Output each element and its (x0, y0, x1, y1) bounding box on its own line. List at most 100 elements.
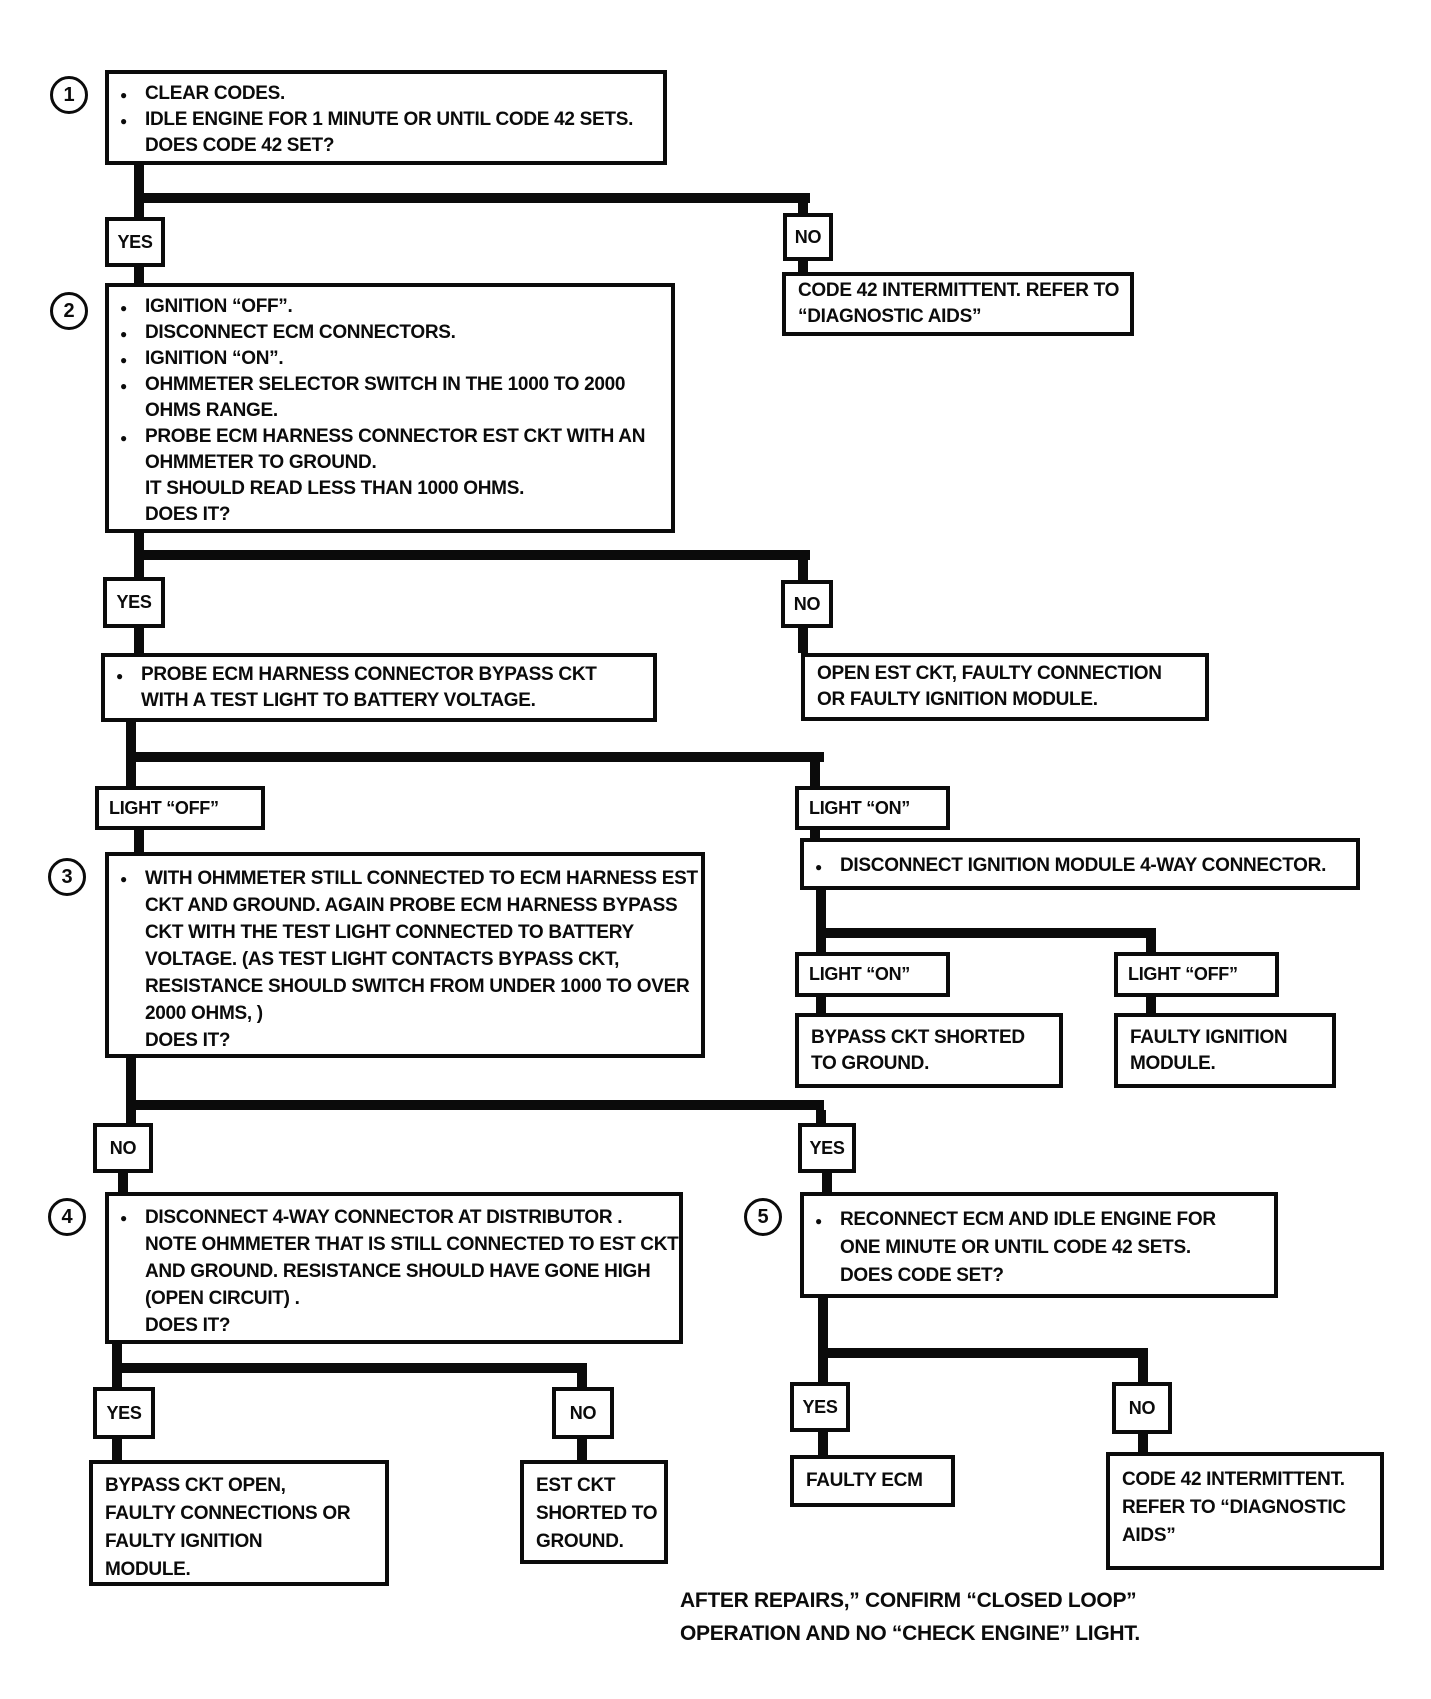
connector (134, 203, 144, 217)
connector (822, 1173, 832, 1192)
box-line: EST CKT (536, 1475, 616, 1496)
box-line: WITH A TEST LIGHT TO BATTERY VOLTAGE. (141, 689, 536, 711)
connector (134, 550, 810, 560)
box-line: OR FAULTY IGNITION MODULE. (817, 689, 1098, 710)
connector (126, 762, 136, 786)
light-off-label: LIGHT “OFF” (1114, 952, 1279, 997)
connector (1138, 1434, 1148, 1452)
box-line: DISCONNECT ECM CONNECTORS. (109, 320, 671, 347)
yes-label: YES (103, 577, 165, 628)
yes-label: YES (790, 1382, 850, 1432)
box-line: BYPASS CKT SHORTED (811, 1026, 1025, 1048)
connector (818, 1348, 1148, 1358)
box-line: OHMMETER TO GROUND. (145, 452, 377, 473)
step-1-box: CLEAR CODES. IDLE ENGINE FOR 1 MINUTE OR… (105, 70, 667, 165)
connector (126, 1110, 136, 1123)
box-line: AND GROUND. RESISTANCE SHOULD HAVE GONE … (145, 1261, 651, 1282)
no-label: NO (93, 1123, 153, 1173)
connector (126, 1100, 824, 1110)
result-est-shorted-ground: EST CKT SHORTED TO GROUND. (520, 1460, 668, 1564)
step-1-badge: 1 (50, 76, 88, 114)
box-line: BYPASS CKT OPEN, (105, 1475, 286, 1496)
no-label: NO (781, 580, 833, 628)
box-line: CODE 42 INTERMITTENT. REFER TO (798, 280, 1120, 301)
footer-note: AFTER REPAIRS,” CONFIRM “CLOSED LOOP” OP… (680, 1584, 1140, 1650)
connector (816, 1110, 826, 1123)
step-3-box: WITH OHMMETER STILL CONNECTED TO ECM HAR… (105, 852, 705, 1058)
light-on-label: LIGHT “ON” (795, 952, 950, 997)
yes-label: YES (93, 1387, 155, 1439)
step-5-badge: 5 (744, 1198, 782, 1236)
connector (798, 560, 808, 580)
box-line: CODE 42 INTERMITTENT. (1122, 1469, 1345, 1490)
result-code42-intermittent-top: CODE 42 INTERMITTENT. REFER TO “DIAGNOST… (782, 272, 1134, 336)
box-line: DOES CODE 42 SET? (145, 135, 335, 156)
step-2-box: IGNITION “OFF”. DISCONNECT ECM CONNECTOR… (105, 283, 675, 533)
box-line: DOES IT? (145, 504, 231, 525)
connector (810, 830, 820, 838)
connector (112, 1363, 587, 1373)
step-5-box: RECONNECT ECM AND IDLE ENGINE FOR ONE MI… (800, 1192, 1278, 1298)
box-line: ONE MINUTE OR UNTIL CODE 42 SETS. (840, 1237, 1191, 1258)
box-line: MODULE. (1130, 1052, 1216, 1074)
connector (818, 1298, 828, 1348)
box-line: OHMMETER SELECTOR SWITCH IN THE 1000 TO … (109, 372, 671, 399)
box-line: “DIAGNOSTIC AIDS” (798, 306, 982, 327)
action-disconnect-ignition-module: DISCONNECT IGNITION MODULE 4-WAY CONNECT… (800, 838, 1360, 890)
light-on-label: LIGHT “ON” (795, 786, 950, 830)
box-line: TO GROUND. (811, 1052, 930, 1074)
box-line: REFER TO “DIAGNOSTIC (1122, 1497, 1346, 1518)
box-line: RESISTANCE SHOULD SWITCH FROM UNDER 1000… (145, 976, 690, 997)
box-line: AIDS” (1122, 1525, 1176, 1546)
connector (577, 1439, 587, 1460)
box-line: MODULE. (105, 1559, 191, 1580)
connector (134, 533, 144, 552)
box-line: (OPEN CIRCUIT) . (145, 1288, 300, 1309)
result-faulty-ignition-module: FAULTY IGNITION MODULE. (1114, 1013, 1336, 1088)
connector (134, 267, 144, 283)
result-bypass-open: BYPASS CKT OPEN, FAULTY CONNECTIONS OR F… (89, 1460, 389, 1586)
connector (1146, 997, 1156, 1013)
box-line: FAULTY IGNITION (105, 1531, 263, 1552)
connector (126, 1058, 136, 1100)
yes-label: YES (798, 1123, 856, 1173)
step-3-badge: 3 (48, 858, 86, 896)
light-off-label: LIGHT “OFF” (95, 786, 265, 830)
box-line: PROBE ECM HARNESS CONNECTOR EST CKT WITH… (109, 424, 671, 451)
step-4-box: DISCONNECT 4-WAY CONNECTOR AT DISTRIBUTO… (105, 1192, 683, 1344)
box-line: IT SHOULD READ LESS THAN 1000 OHMS. (145, 478, 525, 499)
box-line: DOES IT? (145, 1315, 231, 1336)
box-line: DOES IT? (145, 1030, 231, 1051)
box-line: SHORTED TO (536, 1503, 658, 1524)
connector (816, 938, 826, 952)
box-line: DISCONNECT 4-WAY CONNECTOR AT DISTRIBUTO… (109, 1204, 679, 1232)
connector (126, 722, 136, 754)
no-label: NO (1112, 1382, 1172, 1434)
no-label: NO (783, 213, 833, 261)
connector (134, 830, 144, 852)
connector (134, 628, 144, 653)
box-line: CKT WITH THE TEST LIGHT CONNECTED TO BAT… (145, 922, 634, 943)
connector (1146, 938, 1156, 952)
connector (816, 890, 826, 928)
connector (1138, 1358, 1148, 1382)
box-line: NOTE OHMMETER THAT IS STILL CONNECTED TO… (145, 1234, 679, 1255)
box-line: GROUND. (536, 1531, 624, 1552)
step-4-badge: 4 (48, 1198, 86, 1236)
connector (816, 997, 826, 1013)
footer-line: OPERATION AND NO “CHECK ENGINE” LIGHT. (680, 1622, 1140, 1645)
box-line: RECONNECT ECM AND IDLE ENGINE FOR (804, 1206, 1274, 1235)
result-faulty-ecm: FAULTY ECM (790, 1455, 955, 1507)
result-open-est-ckt: OPEN EST CKT, FAULTY CONNECTION OR FAULT… (801, 653, 1209, 721)
yes-label: YES (105, 217, 165, 267)
connector (126, 752, 824, 762)
step-2-badge: 2 (50, 292, 88, 330)
box-line: IGNITION “OFF”. (109, 294, 671, 321)
box-line: OPEN EST CKT, FAULTY CONNECTION (817, 663, 1162, 684)
connector (818, 1432, 828, 1455)
connector (134, 193, 810, 203)
box-line: CLEAR CODES. (109, 81, 663, 108)
box-line: PROBE ECM HARNESS CONNECTOR BYPASS CKT (105, 662, 653, 689)
no-label: NO (552, 1387, 614, 1439)
